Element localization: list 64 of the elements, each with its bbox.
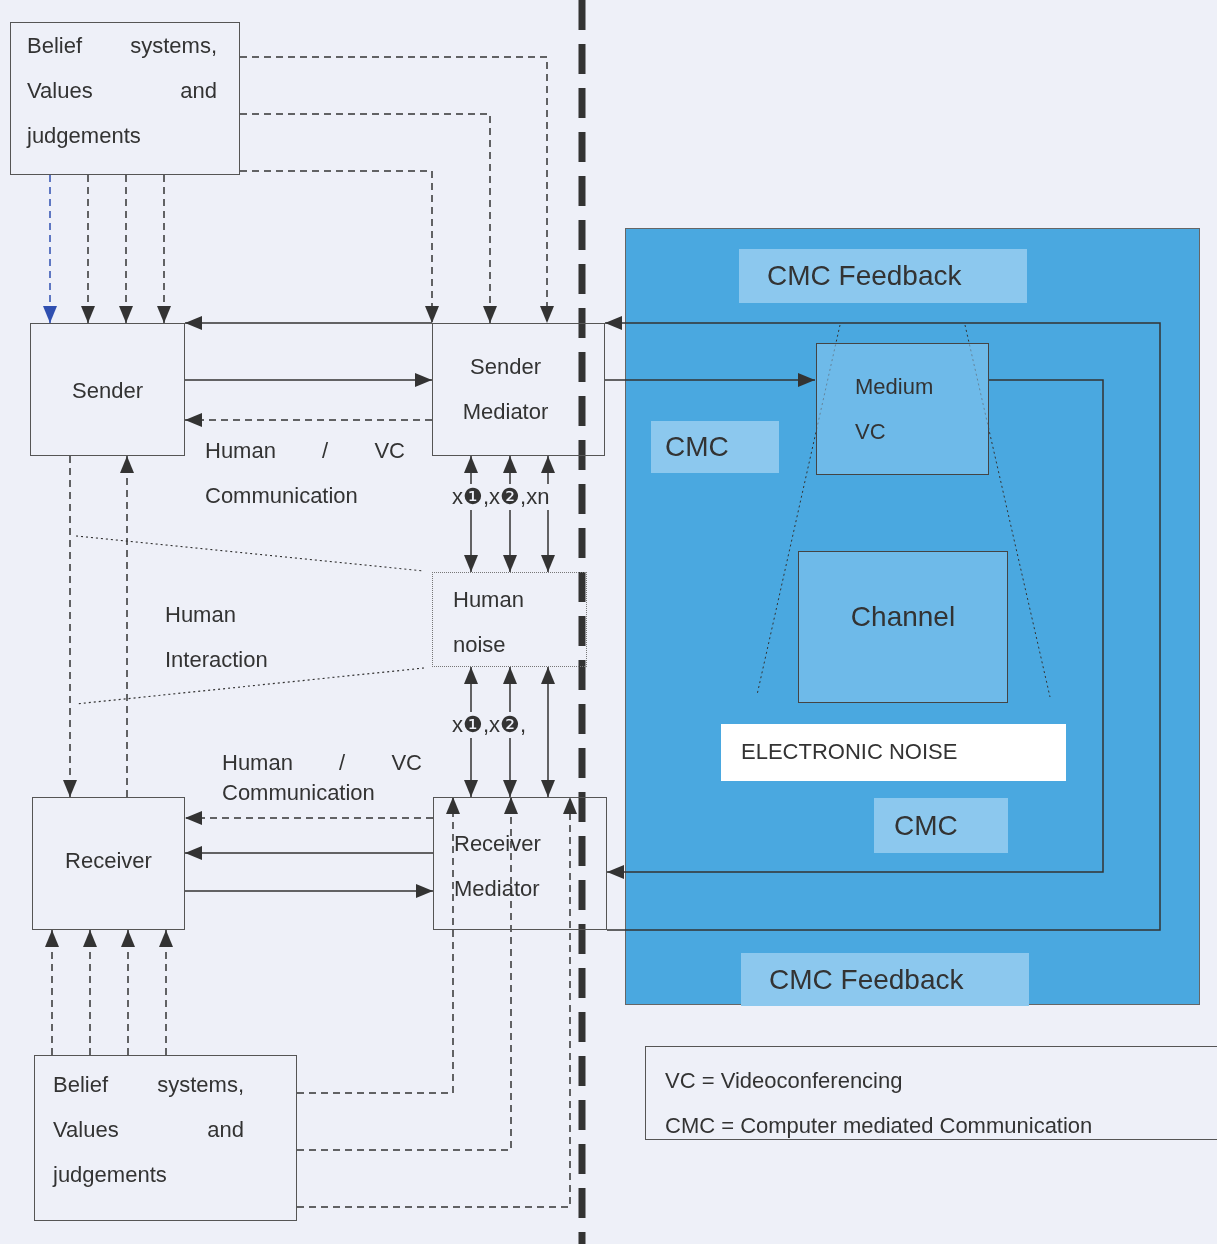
belief-box — [34, 1055, 297, 1221]
abbreviation-note: CMC = Computer mediated Communication — [665, 1112, 1093, 1140]
node-label: CMC — [893, 809, 959, 843]
region-label: Human Interaction — [165, 601, 269, 674]
arrow — [464, 455, 478, 573]
node-label: Belief systems, Values and judgements — [51, 1071, 245, 1189]
arrow — [45, 929, 59, 1056]
cmc-panel — [625, 228, 1200, 1005]
arrow — [184, 884, 434, 898]
node-label: CMC — [664, 430, 730, 464]
cmc-band — [651, 421, 779, 473]
arrow — [184, 846, 434, 860]
node-label: Medium VC — [854, 373, 935, 446]
arrow — [604, 316, 1161, 931]
node-label: Receiver — [64, 847, 153, 875]
arrow — [81, 174, 95, 324]
arrow — [239, 170, 439, 324]
cmc-band — [874, 798, 1008, 853]
sender-box — [30, 323, 185, 456]
arrow — [296, 796, 460, 1094]
node-label: Human noise — [452, 586, 525, 659]
mediator-box — [433, 797, 607, 930]
node-label: Receiver Mediator — [453, 830, 542, 903]
edge-label: x❶,x❷, — [452, 712, 527, 738]
arrow — [296, 796, 518, 1151]
arrow — [184, 811, 434, 825]
arrow — [157, 174, 171, 324]
arrow — [464, 666, 478, 798]
feedback-band — [739, 249, 1027, 303]
arrow — [43, 174, 57, 324]
noise-band — [721, 724, 1066, 781]
node-label: CMC Feedback — [768, 963, 965, 997]
edge-label: x❶,x❷,xn — [452, 484, 550, 510]
arrow — [83, 929, 97, 1056]
abbreviation-note: VC = Videoconferencing — [665, 1067, 903, 1095]
arrow — [239, 113, 497, 324]
arrow — [184, 316, 433, 330]
arrow — [119, 174, 133, 324]
arrow — [606, 379, 1104, 879]
arrow — [541, 666, 555, 798]
arrow — [159, 929, 173, 1056]
arrow — [239, 56, 554, 324]
noise-box — [432, 572, 587, 667]
feedback-band — [741, 953, 1029, 1006]
node-label: CMC Feedback — [766, 259, 963, 293]
arrow — [604, 373, 816, 387]
node-label: Belief systems, Values and judgements — [25, 32, 218, 150]
edge-label: Human / VC Communication — [222, 749, 422, 807]
channel-box — [798, 551, 1008, 703]
node-label: Channel — [849, 600, 957, 634]
node-label: ELECTRONIC NOISE — [740, 738, 959, 766]
arrow — [184, 373, 433, 387]
arrow — [121, 929, 135, 1056]
arrow — [120, 455, 134, 798]
arrow — [296, 796, 577, 1208]
medium-box — [816, 343, 989, 475]
arrow — [184, 413, 433, 427]
arrow — [63, 455, 77, 798]
node-label: Sender — [71, 377, 144, 405]
mediator-box — [432, 323, 605, 456]
belief-box — [10, 22, 240, 175]
node-label: Sender Mediator — [461, 353, 550, 426]
receiver-box — [32, 797, 185, 930]
edge-label: Human / VC Communication — [205, 437, 405, 510]
